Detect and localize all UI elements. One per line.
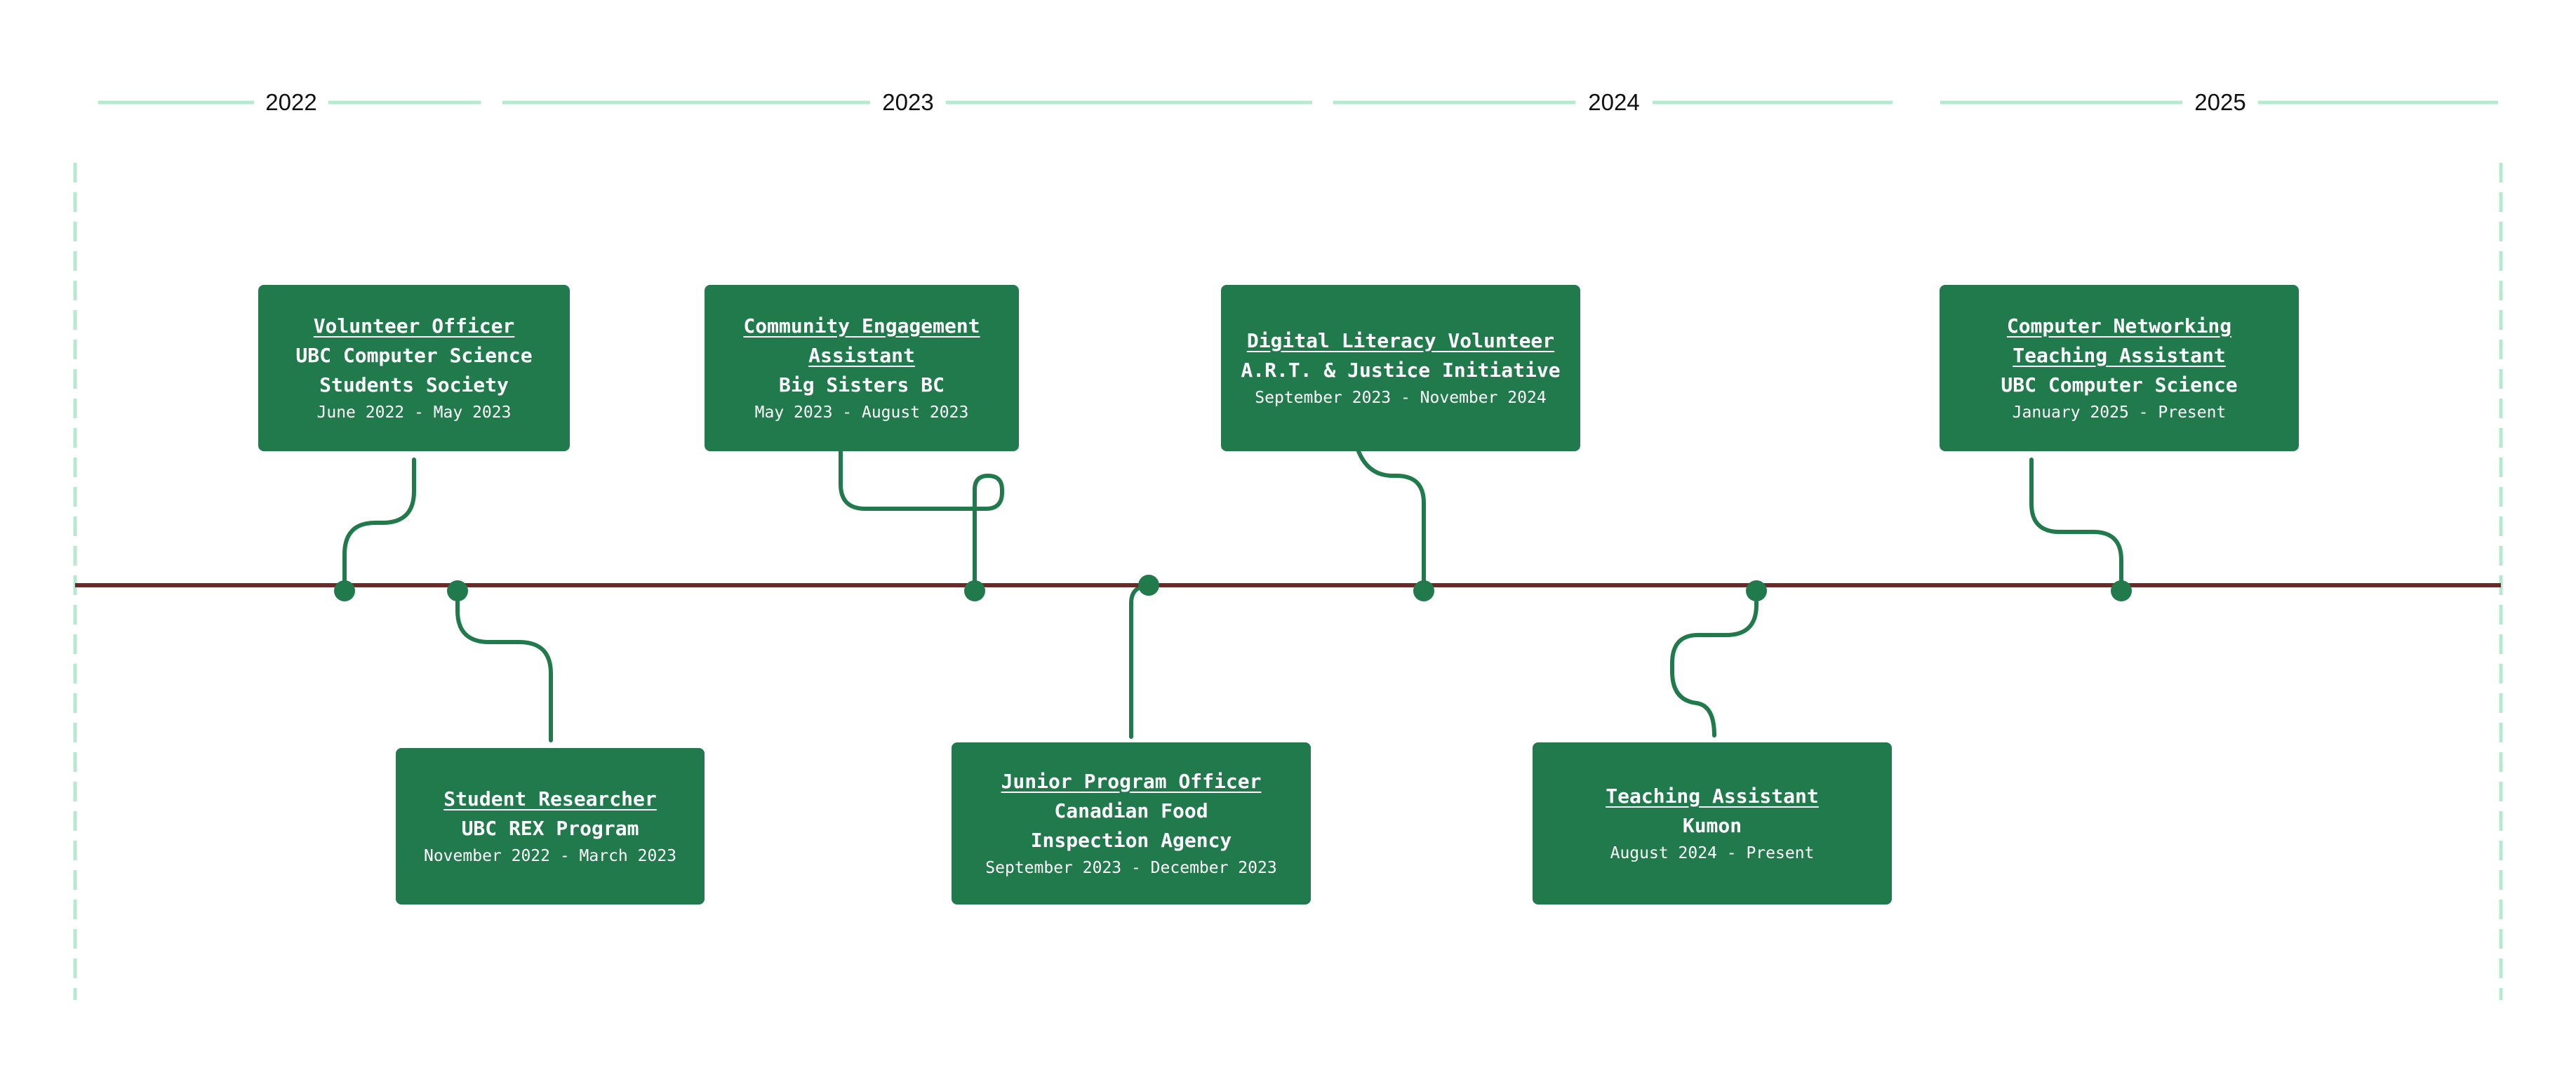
card-community-engagement-assistant: Community Engagement Assistant Big Siste… [705,285,1019,451]
card-dates: January 2025 - Present [2012,403,2227,422]
card-organization: UBC Computer Science Students Society [295,343,533,396]
card-volunteer-officer: Volunteer Officer UBC Computer Science S… [258,285,570,451]
card-dates: September 2023 - November 2024 [1255,388,1547,407]
card-dates: May 2023 - August 2023 [754,403,969,422]
card-computer-networking-ta: Computer Networking Teaching Assistant U… [1940,285,2299,451]
card-title: Digital Literacy Volunteer [1246,328,1555,352]
card-junior-program-officer: Junior Program Officer Canadian Food Ins… [952,742,1311,905]
year-label-2025: 2025 [2194,89,2246,115]
card-digital-literacy-volunteer: Digital Literacy Volunteer A.R.T. & Just… [1221,285,1580,451]
year-label-2024: 2024 [1588,89,1640,115]
connector-community-engagement [839,448,1004,592]
card-dates: September 2023 - December 2023 [985,858,1277,877]
card-organization: UBC Computer Science [2001,373,2238,396]
card-student-researcher: Student Researcher UBC REX Program Novem… [396,748,705,905]
card-title: Volunteer Officer [313,314,515,338]
card-dates: August 2024 - Present [1610,843,1815,862]
card-dates: November 2022 - March 2023 [423,846,677,865]
card-teaching-assistant: Teaching Assistant Kumon August 2024 - P… [1533,742,1892,905]
connector-student-researcher [455,589,553,742]
node-student-researcher [447,580,468,601]
connector-junior-program-officer [1129,584,1151,739]
card-title: Computer Networking Teaching Assistant [2006,314,2232,367]
year-label-2023: 2023 [882,89,934,115]
connector-computer-networking-ta [2029,458,2123,592]
node-digital-literacy [1413,580,1434,601]
card-organization: UBC REX Program [461,816,639,840]
node-computer-networking-ta [2111,580,2132,601]
node-volunteer-officer [334,580,355,601]
card-organization: Big Sisters BC [778,373,945,396]
card-organization: Kumon [1682,813,1742,837]
node-teaching-assistant [1746,580,1767,601]
card-title: Teaching Assistant [1606,784,1819,808]
card-organization: A.R.T. & Justice Initiative [1241,358,1561,382]
card-title: Junior Program Officer [1001,769,1262,793]
card-dates: June 2022 - May 2023 [316,403,512,422]
card-organization: Canadian Food Inspection Agency [1030,799,1232,852]
connector-teaching-assistant [1670,589,1759,737]
connectors [342,448,2123,742]
node-junior-program-officer [1138,575,1159,596]
card-title: Community Engagement Assistant [743,314,980,367]
card-title: Student Researcher [443,787,657,810]
year-label-2022: 2022 [265,89,317,115]
connector-volunteer-officer [342,458,416,592]
node-community-engagement [964,580,985,601]
connector-digital-literacy [1356,449,1426,592]
timeline-nodes [334,575,2132,601]
